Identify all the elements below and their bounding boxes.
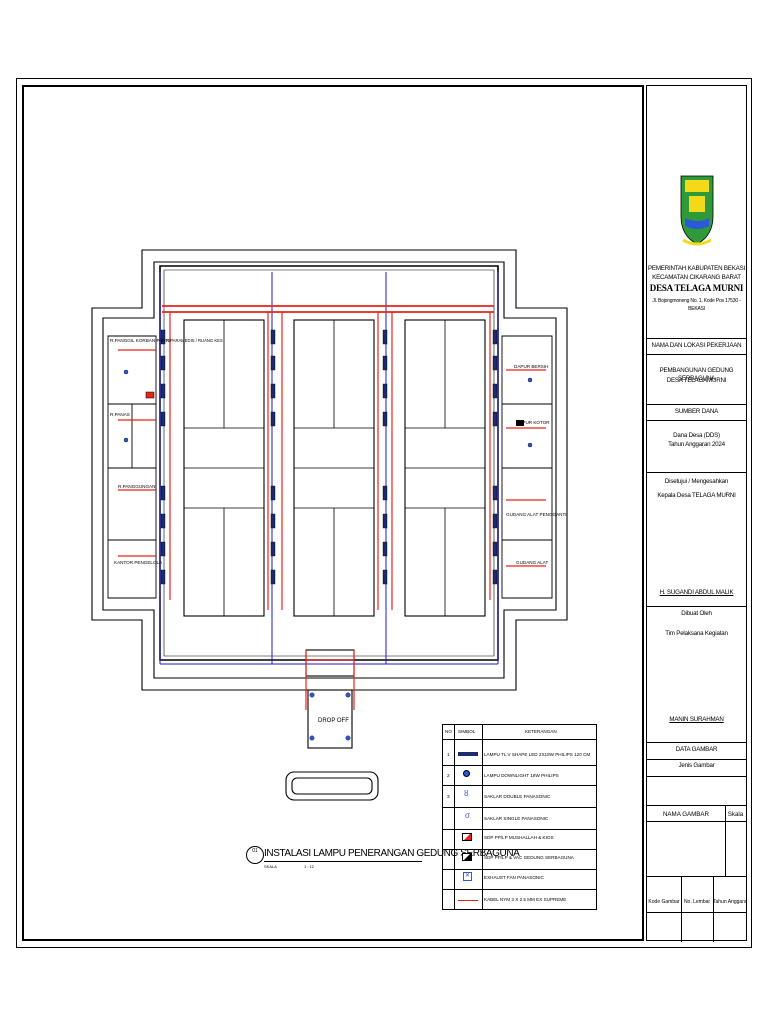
drawing-name-heading: NAMA GAMBAR — [662, 811, 710, 818]
room-label: GUDANG ALAT PENGGANTI — [506, 512, 567, 517]
drawing-title: INSTALASI LAMPU PENERANGAN GEDUNG SERBAG… — [264, 848, 520, 859]
village-name: DESA TELAGA MURNI — [649, 283, 744, 293]
fiscal-year-label: Tahun Anggaran — [713, 899, 746, 905]
panel-black-icon — [462, 853, 472, 861]
room-label: DAPUR BERSIH — [514, 364, 549, 369]
room-label: R.PANGGUNGAN — [118, 484, 156, 489]
legend-table: NO SIMBOL KETERANGAN 1 LAMPU TL V SHAPE … — [442, 724, 597, 910]
room-label: DAPUR KOTOR — [516, 420, 550, 425]
maker-name: MANIN SURAHMAN — [669, 716, 724, 723]
approver-role: Kepala Desa TELAGA MURNI — [657, 492, 736, 499]
legend-desc: SDP PP/LP MUSHALLAH & KIOS — [484, 835, 554, 840]
led-tube-icon — [458, 752, 478, 756]
legend-desc: LAMPU TL V SHAPE LED 2X18W PHILIPS 120 C… — [484, 752, 591, 757]
sheet-number-label: No. Lembar — [683, 899, 711, 905]
downlight-icon — [463, 770, 470, 777]
panel-red-icon — [462, 833, 472, 841]
section-heading-made-by: Dibuat Oleh — [681, 610, 712, 617]
legend-header-no: NO — [445, 729, 452, 734]
legend-desc: EXHAUST FAN PANASONIC — [484, 875, 544, 880]
legend-desc: SAKLAR SINGLE PANASONIC — [484, 816, 549, 821]
fund-line-2: Tahun Anggaran 2024 — [668, 441, 725, 448]
room-label: R.PARAMEDIS / RUANG KES — [166, 338, 223, 343]
legend-header-desc: KETERANGAN — [525, 729, 557, 734]
drawing-kind: Jenis Gambar — [678, 762, 715, 769]
gov-line-1: PEMERINTAH KABUPATEN BEKASI — [647, 265, 746, 272]
room-label: R.PANAS — [110, 412, 130, 417]
room-label: R.PANGGIL KORBAN PANTI — [110, 338, 170, 343]
outer-wall — [91, 249, 568, 691]
legend-no: 3 — [447, 794, 450, 799]
legend-header-symbol: SIMBOL — [458, 729, 476, 734]
section-heading-project: NAMA DAN LOKASI PEKERJAAN — [651, 342, 742, 349]
single-switch-icon: σ — [465, 811, 470, 820]
title-number: 01 — [252, 848, 258, 854]
drawing-sheet-border — [16, 78, 752, 948]
dropoff-label: DROP OFF — [318, 718, 349, 724]
drawing-frame — [22, 85, 644, 941]
double-switch-icon: ȣ — [464, 789, 469, 798]
legend-desc: LAMPU DOWNLIGHT 18W PHILIPS — [484, 773, 559, 778]
scale-heading: Skala — [727, 811, 744, 818]
legend-desc: KABEL NYM 3 X 2.5 MM EX SUPREME — [484, 897, 567, 902]
legend-desc: SAKLAR DOUBLE PANASONIC — [484, 794, 551, 799]
title-block: PEMERINTAH KABUPATEN BEKASI KECAMATAN CI… — [646, 85, 747, 942]
scale-label: SKALA — [264, 864, 277, 869]
title-underline — [264, 861, 422, 862]
cable-line-icon — [458, 900, 478, 901]
inner-wall — [102, 261, 557, 679]
room-label: KANTOR PENGELOLA — [114, 560, 163, 565]
approver-name: H. SUGANDI ABDUL MALIK — [659, 589, 734, 596]
drawing-code-label: Kode Gambar — [648, 899, 680, 905]
title-number-bubble: 01 — [246, 846, 264, 864]
legend-no: 2 — [447, 773, 450, 778]
section-heading-drawing-data: DATA GAMBAR — [675, 746, 718, 753]
gov-line-2: KECAMATAN CIKARANG BARAT — [652, 274, 741, 281]
section-heading-fund: SUMBER DANA — [674, 408, 719, 415]
project-line-2: DESA TELAGAMURNI — [666, 377, 727, 384]
section-heading-approval: Disetujui / Mengesahkan — [664, 478, 729, 485]
address: Jl. Bojongmoneng No. 1, Kode Pos 17530 -… — [652, 298, 741, 312]
scale-value: 1 : 12 — [304, 864, 315, 869]
bekasi-crest-logo — [680, 175, 714, 246]
exhaust-fan-icon: ✕ — [463, 872, 472, 881]
maker-team: Tim Pelaksana Kegiatan — [665, 630, 728, 637]
fund-line-1: Dana Desa (DDS) — [673, 432, 720, 439]
legend-no: 1 — [447, 752, 450, 757]
project-line-1: PEMBANGUNAN GEDUNG SERBAGUNA — [659, 367, 734, 382]
legend-desc: SDP PP/LP & VAC GEDUNG SERBAGUNA — [484, 855, 574, 860]
room-label: GUDANG ALAT — [516, 560, 549, 565]
